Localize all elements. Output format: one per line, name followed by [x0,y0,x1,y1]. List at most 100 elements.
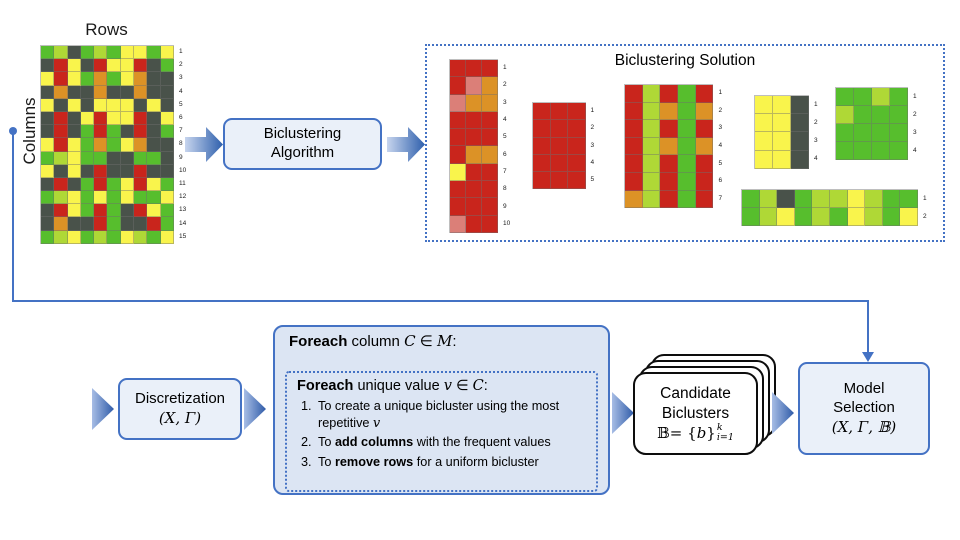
matrix-cell [94,191,108,205]
matrix-cell [550,103,568,121]
matrix-cell [147,125,161,139]
matrix-cell [550,154,568,173]
matrix-row [41,46,174,60]
matrix-row [450,77,498,95]
matrix-cell [794,190,813,208]
matrix-cell [678,120,696,138]
matrix-row [836,106,908,124]
matrix-cell [742,208,760,226]
matrix-cell [120,72,135,86]
matrix-cell [134,98,148,112]
matrix-cell [791,96,809,115]
matrix-cell [107,138,121,152]
matrix-cell [755,114,773,133]
matrix-cell [450,111,466,130]
matrix-cell [642,85,661,103]
matrix-cell [120,59,135,73]
matrix-cell [120,177,135,192]
matrix-cell [872,124,890,142]
list-item: 2. To add columns with the frequent valu… [301,435,551,449]
matrix-cell [134,164,148,178]
matrix-cell [482,129,498,147]
matrix-cell [54,138,68,152]
matrix-cell [847,190,866,208]
matrix-cell [660,155,679,173]
matrix-cell [41,151,55,165]
matrix-cell [773,150,791,169]
matrix-row [450,129,498,147]
matrix-cell [660,172,679,191]
chevron-arrow-icon [612,392,634,434]
matrix-cell [160,125,174,139]
matrix-cell [829,208,848,226]
matrix-cell [67,177,81,192]
matrix-cell [107,217,121,231]
matrix-cell [67,230,81,244]
matrix-row [450,198,498,216]
matrix-row [533,103,586,121]
matrix-row [450,111,498,130]
matrix-cell [80,72,95,86]
matrix-cell [120,204,135,218]
matrix-cell [94,217,108,231]
matrix-cell [482,146,498,164]
matrix-cell [160,164,174,178]
matrix-cell [107,111,121,126]
matrix-cell [107,98,121,112]
matrix-cell [882,190,901,208]
matrix-cell [147,59,161,73]
matrix-cell [854,106,872,124]
matrix-cell [94,46,108,60]
matrix-cell [120,191,135,205]
matrix-cell [568,137,586,155]
matrix-cell [134,204,148,218]
matrix-cell [120,125,135,139]
candidate-label-line1: Candidate [660,385,731,403]
matrix-row [41,217,174,231]
matrix-cell [54,151,68,165]
matrix-cell [80,164,95,178]
matrix-cell [836,142,854,160]
matrix-row [836,124,908,142]
matrix-cell [625,102,643,121]
matrix-cell [54,217,68,231]
matrix-cell [120,230,135,244]
matrix-cell [759,190,778,208]
matrix-cell [678,155,696,173]
matrix-row [625,120,714,138]
matrix-cell [695,155,714,173]
matrix-cell [791,114,809,133]
matrix-cell [695,85,714,103]
matrix-cell [773,96,791,115]
matrix-cell [80,191,95,205]
matrix-cell [134,72,148,86]
matrix-cell [568,172,586,190]
matrix-cell [160,191,174,205]
matrix-cell [865,208,883,226]
matrix-row [41,204,174,218]
matrix-cell [466,77,482,95]
matrix-cell [466,94,482,112]
matrix-cell [94,151,108,165]
matrix-cell [160,72,174,86]
matrix-cell [550,137,568,155]
matrix-cell [625,137,643,156]
matrix-cell [41,138,55,152]
matrix-cell [755,132,773,151]
matrix-row [533,154,586,173]
matrix-cell [836,124,854,142]
matrix-cell [847,208,866,226]
matrix-cell [854,88,872,106]
candidate-label-line2: Biclusters [661,404,730,422]
matrix-cell [120,217,135,231]
matrix-cell [94,72,108,86]
matrix-cell [568,154,586,173]
matrix-cell [160,177,174,192]
matrix-cell [678,172,696,191]
model-selection-box: Model Selection (X, Γ, 𝔹) [798,362,930,455]
